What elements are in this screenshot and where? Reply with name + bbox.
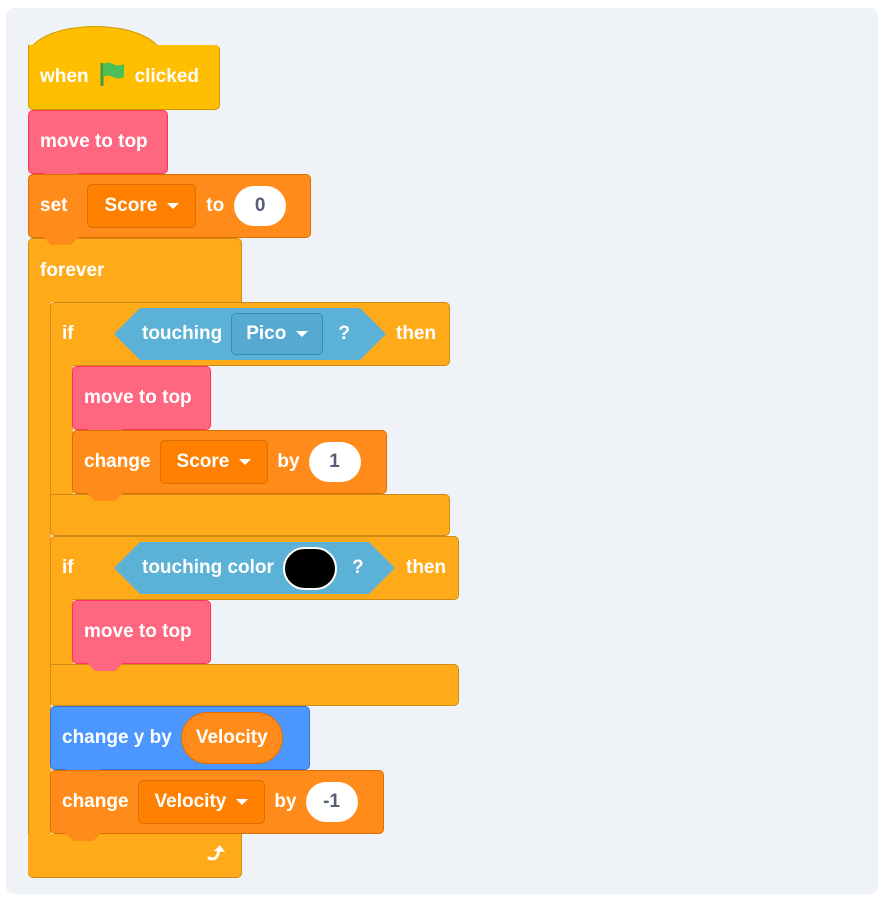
change-variable-block[interactable]: change Score by 1 xyxy=(72,430,387,494)
forever-label: forever xyxy=(40,259,105,281)
if-arm-2 xyxy=(50,598,73,666)
question-mark: ? xyxy=(338,323,350,344)
move-to-top-block[interactable]: move to top xyxy=(28,110,168,174)
when-flag-clicked-block[interactable]: when clicked xyxy=(28,45,220,110)
green-flag-icon xyxy=(98,60,126,94)
question-mark: ? xyxy=(351,557,364,578)
by-label: by xyxy=(274,791,297,812)
touching-sensor[interactable]: touching Pico ? xyxy=(114,308,386,360)
by-label: by xyxy=(277,451,300,472)
dropdown-value: Score xyxy=(104,195,158,216)
block-notch xyxy=(87,663,123,671)
value-input[interactable]: -1 xyxy=(305,782,358,822)
when-label: when xyxy=(40,66,89,87)
if-arm-1 xyxy=(50,364,73,496)
dropdown-arrow-icon xyxy=(239,459,252,465)
dropdown-value: Velocity xyxy=(154,791,227,812)
block-label: move to top xyxy=(84,387,192,408)
if-bottom-1 xyxy=(50,494,450,536)
color-swatch[interactable] xyxy=(283,547,337,590)
block-notch xyxy=(43,237,79,245)
touching-target-dropdown[interactable]: Pico xyxy=(231,313,323,355)
change-y-block[interactable]: change y by Velocity xyxy=(50,706,310,770)
dropdown-value: Pico xyxy=(246,323,287,344)
if-bottom-2 xyxy=(50,664,459,706)
change-label: change xyxy=(62,791,129,812)
variable-dropdown[interactable]: Velocity xyxy=(137,780,266,824)
forever-bottom xyxy=(28,834,242,878)
dropdown-arrow-icon xyxy=(167,203,180,209)
block-notch xyxy=(87,493,123,501)
move-to-top-block[interactable]: move to top xyxy=(72,600,211,664)
if-label: if xyxy=(62,557,74,578)
touching-label: touching xyxy=(142,323,223,344)
set-label: set xyxy=(40,195,68,216)
forever-arm xyxy=(28,300,51,878)
block-label: move to top xyxy=(84,621,192,642)
touching-color-label: touching color xyxy=(142,557,274,578)
if-label: if xyxy=(62,323,74,344)
then-label: then xyxy=(406,557,447,578)
then-label: then xyxy=(396,323,437,344)
touching-color-sensor[interactable]: touching color ? xyxy=(114,542,395,594)
change-label: change xyxy=(84,451,151,472)
change-y-label: change y by xyxy=(62,727,172,748)
to-label: to xyxy=(206,195,225,216)
loop-arrow-icon xyxy=(205,842,229,870)
forever-block[interactable]: forever xyxy=(28,238,242,302)
velocity-reporter[interactable]: Velocity xyxy=(180,712,283,764)
value-input[interactable]: 1 xyxy=(308,442,361,482)
clicked-label: clicked xyxy=(134,66,199,87)
block-notch xyxy=(65,833,101,841)
dropdown-arrow-icon xyxy=(296,331,308,337)
dropdown-value: Score xyxy=(176,451,230,472)
dropdown-arrow-icon xyxy=(236,799,249,805)
block-label: move to top xyxy=(40,131,148,152)
variable-dropdown[interactable]: Score xyxy=(159,440,269,484)
set-variable-block[interactable]: set Score to 0 xyxy=(28,174,311,238)
value-input[interactable]: 0 xyxy=(234,186,287,226)
change-variable-block[interactable]: change Velocity by -1 xyxy=(50,770,384,834)
move-to-top-block[interactable]: move to top xyxy=(72,366,211,430)
variable-dropdown[interactable]: Score xyxy=(87,184,197,228)
